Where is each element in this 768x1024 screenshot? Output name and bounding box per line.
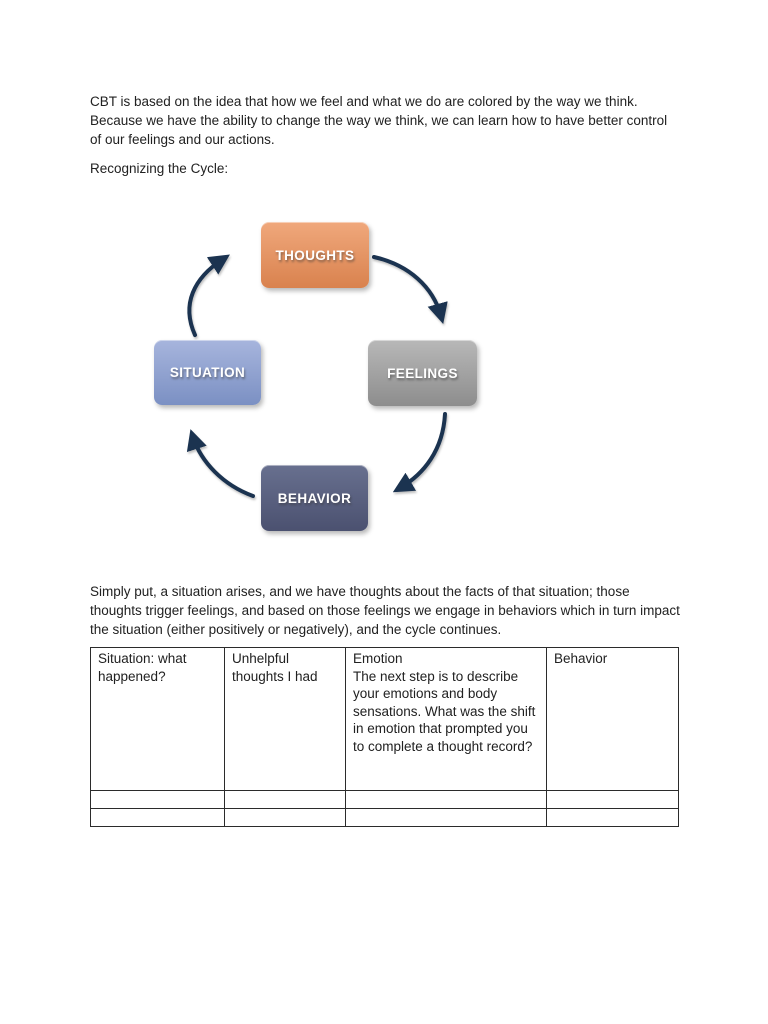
empty-cell xyxy=(345,808,547,827)
empty-row xyxy=(90,790,679,809)
empty-cell xyxy=(546,808,679,827)
header-sub: The next step is to describe your emotio… xyxy=(353,668,536,754)
arrow-thoughts-to-feelings-icon xyxy=(372,255,448,325)
node-thoughts: THOUGHTS xyxy=(261,222,369,288)
header-title: Situation: what happened? xyxy=(98,651,187,684)
table-header-row: Situation: what happened? Unhelpful thou… xyxy=(90,647,679,791)
empty-cell xyxy=(224,808,346,827)
cbt-cycle-diagram: THOUGHTS FEELINGS SITUATION BEHAVIOR xyxy=(150,210,480,550)
cycle-heading: Recognizing the Cycle: xyxy=(90,161,229,176)
node-feelings-label: FEELINGS xyxy=(387,365,458,381)
header-cell-behavior: Behavior xyxy=(546,647,679,791)
node-feelings: FEELINGS xyxy=(368,340,477,406)
header-title: Unhelpful thoughts I had xyxy=(232,651,318,684)
header-cell-emotion: Emotion The next step is to describe you… xyxy=(345,647,547,791)
node-thoughts-label: THOUGHTS xyxy=(275,247,355,263)
empty-cell xyxy=(90,808,225,827)
intro-paragraph: CBT is based on the idea that how we fee… xyxy=(90,94,668,147)
empty-cell xyxy=(90,790,225,809)
thought-record-table: Situation: what happened? Unhelpful thou… xyxy=(90,647,679,827)
arrow-situation-to-thoughts-icon xyxy=(187,254,230,337)
header-cell-situation: Situation: what happened? xyxy=(90,647,225,791)
header-title: Emotion xyxy=(353,651,403,666)
worksheet-body: Situation: what happened? Unhelpful thou… xyxy=(90,647,679,827)
cycle-arrows xyxy=(186,254,448,498)
empty-row xyxy=(90,808,679,827)
header-cell-thoughts: Unhelpful thoughts I had xyxy=(224,647,346,791)
node-behavior: BEHAVIOR xyxy=(261,465,368,531)
node-situation-label: SITUATION xyxy=(169,365,246,380)
node-situation: SITUATION xyxy=(154,340,261,405)
empty-cell xyxy=(345,790,547,809)
arrow-behavior-to-situation-icon xyxy=(186,429,255,498)
empty-cell xyxy=(224,790,346,809)
node-behavior-label: BEHAVIOR xyxy=(277,490,352,506)
header-title: Behavior xyxy=(554,651,608,666)
arrow-feelings-to-behavior-icon xyxy=(392,412,447,493)
empty-cell xyxy=(546,790,679,809)
summary-paragraph: Simply put, a situation arises, and we h… xyxy=(90,584,680,637)
